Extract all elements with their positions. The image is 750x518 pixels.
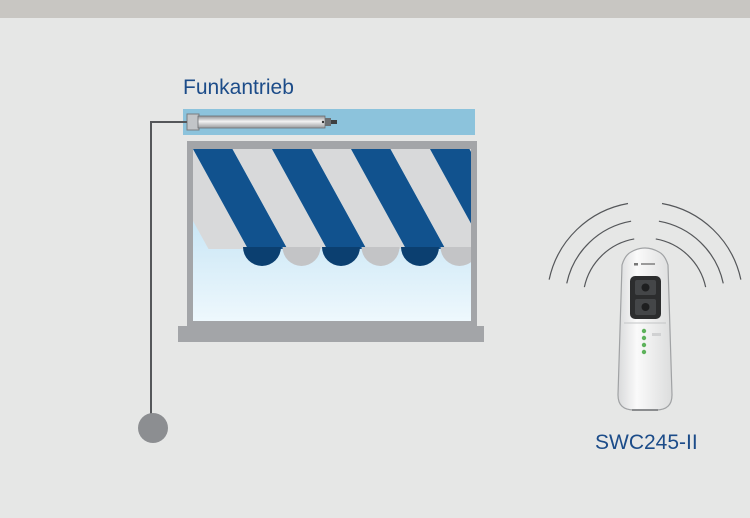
awning: [193, 149, 471, 266]
awning-scallop: [282, 247, 321, 266]
remote-label: SWC245-II: [595, 431, 698, 454]
tubular-motor-icon: [186, 113, 337, 131]
top-band: [0, 0, 750, 18]
signal-wave-arc: [661, 202, 742, 280]
awning-stripe: [232, 149, 327, 249]
awning-scallop: [361, 247, 400, 266]
awning-stripe: [390, 149, 471, 249]
signal-wave-arc: [583, 238, 635, 288]
awning-stripe: [193, 149, 288, 249]
signal-wave-arc: [548, 202, 629, 280]
awning-stripe: [311, 149, 406, 249]
signal-wave-arc: [566, 220, 632, 284]
signal-wave-arc: [658, 220, 724, 284]
awning-scallop: [243, 247, 281, 266]
motor-label: Funkantrieb: [183, 76, 294, 99]
window-sill: [178, 326, 484, 342]
signal-wave-arc: [655, 238, 707, 288]
awning-stripe: [272, 149, 367, 249]
awning-scallop: [440, 247, 471, 266]
awning-stripe: [351, 149, 446, 249]
wall-switch-knob-icon: [138, 413, 168, 443]
awning-scallop: [401, 247, 439, 266]
cable-line: [150, 121, 187, 426]
awning-stripe: [430, 149, 471, 224]
radio-waves-icon: [548, 202, 742, 288]
awning-scallop: [322, 247, 360, 266]
awning-stripe: [469, 149, 471, 152]
wireless-remote-icon: [617, 247, 673, 411]
